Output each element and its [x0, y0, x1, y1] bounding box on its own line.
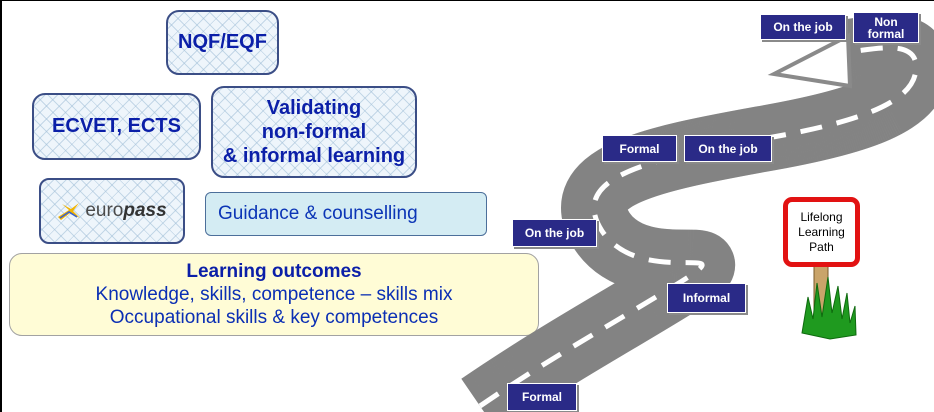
tag-non-formal: Non formal: [853, 12, 919, 43]
learning-outcomes-box: Learning outcomes Knowledge, skills, com…: [9, 253, 539, 336]
tag-informal-label: Informal: [682, 291, 731, 305]
learning-outcomes-title: Learning outcomes: [186, 261, 362, 282]
validating-learning-box: Validating non-formal & informal learnin…: [211, 86, 417, 178]
europass-suffix: pass: [123, 200, 167, 221]
tag-formal-bottom-label: Formal: [521, 390, 562, 404]
tag-formal-bottom: Formal: [507, 383, 577, 411]
validating-line-1: Validating: [266, 97, 362, 119]
tag-formal-mid-label: Formal: [619, 141, 660, 156]
sign-line-1: Lifelong: [800, 209, 843, 224]
tag-on-the-job-left-label: On the job: [524, 226, 585, 240]
tag-on-the-job-mid: On the job: [684, 135, 772, 162]
tag-informal: Informal: [667, 283, 746, 313]
lifelong-learning-path-sign: Lifelong Learning Path: [783, 197, 860, 267]
sign-line-2: Learning: [798, 224, 845, 239]
learning-outcomes-line-1: Knowledge, skills, competence – skills m…: [95, 284, 453, 305]
road-arrow-tip: [767, 32, 853, 89]
validating-line-3: & informal learning: [222, 145, 406, 167]
validating-line-2: non-formal: [261, 121, 367, 143]
tag-formal-mid: Formal: [602, 135, 677, 162]
nqf-eqf-box: NQF/EQF: [166, 10, 279, 75]
learning-outcomes-line-2: Occupational skills & key competences: [109, 307, 439, 328]
nqf-eqf-label: NQF/EQF: [178, 31, 267, 53]
tag-non-formal-line-1: Non: [874, 14, 898, 29]
tag-on-the-job-mid-label: On the job: [698, 141, 758, 156]
tag-non-formal-line-2: formal: [867, 26, 905, 41]
tag-on-the-job-top: On the job: [760, 14, 846, 40]
signpost-grass: [801, 276, 857, 340]
guidance-label: Guidance & counselling: [218, 203, 418, 224]
europass-wordmark: europass: [85, 200, 166, 222]
sign-line-3: Path: [809, 239, 834, 254]
europass-prefix: euro: [85, 200, 124, 221]
guidance-counselling-box: Guidance & counselling: [205, 192, 487, 236]
ecvet-ects-label: ECVET, ECTS: [52, 115, 181, 137]
europass-star-icon: [58, 203, 81, 220]
ecvet-ects-box: ECVET, ECTS: [32, 93, 201, 160]
tag-on-the-job-top-label: On the job: [773, 20, 833, 34]
europass-logo-box: europass: [39, 178, 185, 244]
road-center-dashes: [478, 45, 919, 409]
tag-on-the-job-left: On the job: [512, 219, 597, 247]
